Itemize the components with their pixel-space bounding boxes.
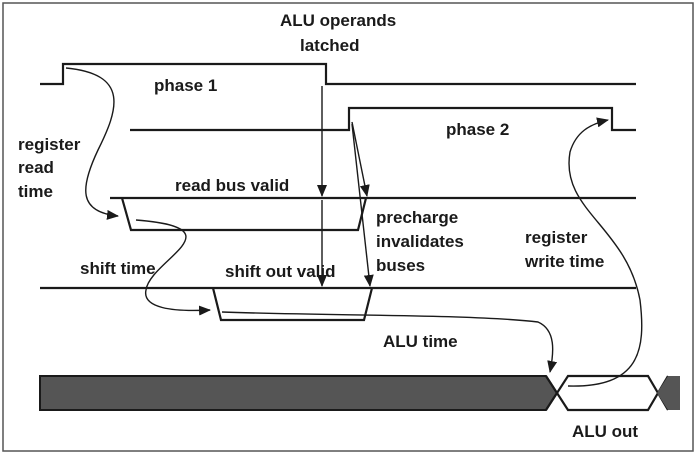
phase2-waveform bbox=[130, 106, 636, 132]
phase1-waveform bbox=[40, 62, 636, 86]
precharge-label: precharge invalidates buses bbox=[376, 208, 469, 275]
register-write-time-label: register write time bbox=[524, 228, 604, 271]
shift-time-curve bbox=[135, 219, 211, 316]
alu-tail-fill bbox=[657, 376, 680, 410]
alu-operands-label: ALU operands latched bbox=[280, 11, 401, 55]
alu-out-label: ALU out bbox=[572, 422, 638, 441]
register-write-curve bbox=[567, 117, 643, 387]
alu-time-curve bbox=[221, 311, 558, 373]
phase2-label: phase 2 bbox=[446, 120, 509, 139]
phase1-label: phase 1 bbox=[154, 76, 217, 95]
shift-out-valid-label: shift out valid bbox=[225, 262, 336, 281]
alu-time-label: ALU time bbox=[383, 332, 458, 351]
register-read-time-label: register read time bbox=[18, 135, 85, 201]
precharge-read-arrow bbox=[351, 121, 370, 197]
precharge-shift-arrow bbox=[351, 123, 374, 287]
read-bus-valid-label: read bus valid bbox=[175, 176, 289, 195]
register-read-curve bbox=[65, 67, 119, 220]
alu-busy-bar bbox=[39, 375, 559, 411]
shift-time-label: shift time bbox=[80, 259, 156, 278]
shift-out-valid-window bbox=[211, 287, 374, 322]
